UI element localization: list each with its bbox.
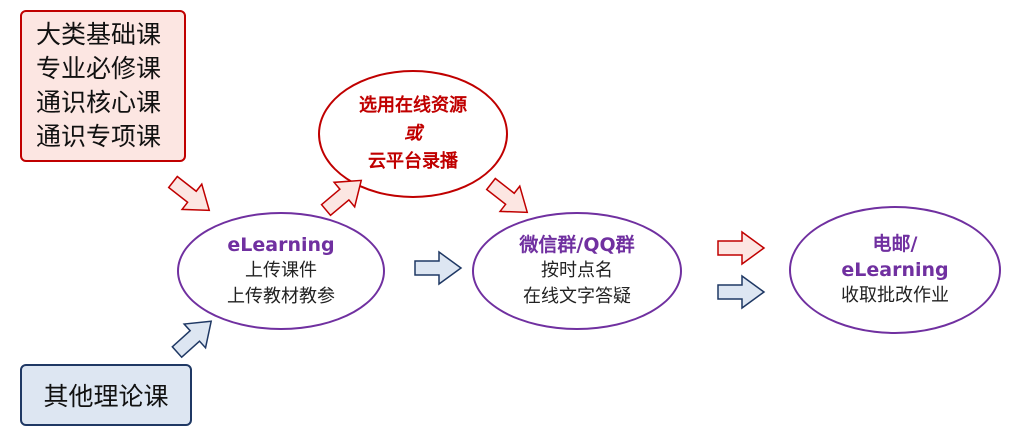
- course-box-other: 其他理论课: [20, 364, 192, 426]
- elearning-title: eLearning: [227, 234, 335, 256]
- email-title-2: eLearning: [841, 259, 949, 281]
- node-email: 电邮/ eLearning 收取批改作业: [789, 206, 1001, 334]
- elearning-line-1: 上传课件: [245, 260, 317, 281]
- email-title: 电邮/: [872, 233, 918, 255]
- resources-or: 或: [404, 123, 422, 144]
- course-box-core: 大类基础课 专业必修课 通识核心课 通识专项课: [20, 10, 186, 162]
- wechat-line-2: 在线文字答疑: [523, 286, 631, 307]
- arrow-resources-to-wechat: [480, 170, 538, 226]
- node-elearning: eLearning 上传课件 上传教材教参: [177, 212, 385, 330]
- wechat-title: 微信群/QQ群: [519, 234, 635, 256]
- resources-line-1: 选用在线资源: [359, 95, 467, 116]
- arrow-other-to-elearning: [165, 308, 223, 365]
- course-label-4: 通识专项课: [36, 122, 162, 151]
- arrow-elearning-to-resources: [314, 167, 373, 224]
- course-label-3: 通识核心课: [36, 88, 162, 117]
- course-label-1: 大类基础课: [36, 20, 162, 49]
- course-label-other: 其他理论课: [43, 382, 169, 411]
- elearning-line-2: 上传教材教参: [227, 286, 335, 307]
- arrow-core-to-elearning: [162, 168, 220, 224]
- node-online-resources: 选用在线资源 或 云平台录播: [318, 70, 508, 198]
- email-line-1: 收取批改作业: [841, 285, 949, 306]
- arrow-elearning-to-wechat: [414, 251, 462, 285]
- course-label-2: 专业必修课: [36, 54, 162, 83]
- wechat-line-1: 按时点名: [541, 260, 613, 281]
- resources-line-2: 云平台录播: [368, 151, 458, 172]
- arrow-wechat-to-email-red: [717, 231, 765, 265]
- arrow-wechat-to-email-blue: [717, 275, 765, 309]
- node-wechat-qq: 微信群/QQ群 按时点名 在线文字答疑: [472, 212, 682, 330]
